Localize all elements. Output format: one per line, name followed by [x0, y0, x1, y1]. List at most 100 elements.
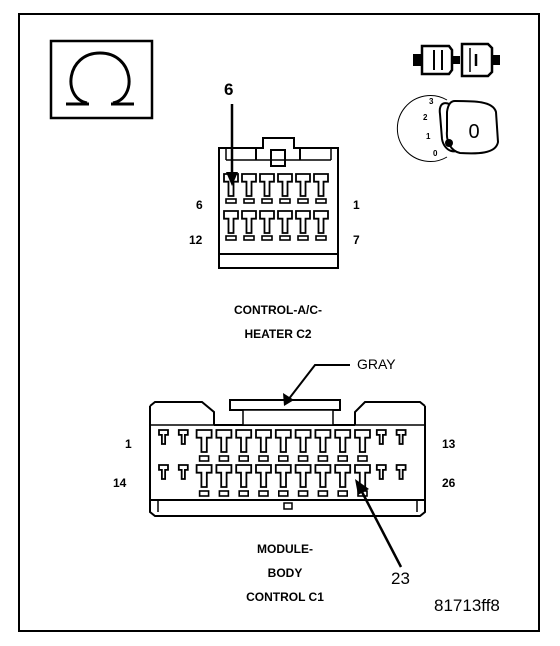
- c2-pin-slot: [261, 235, 273, 241]
- c2-pin-slot: [279, 235, 291, 241]
- c2-pin-cavity: [241, 173, 257, 197]
- c1-pin-slot: [258, 455, 269, 462]
- c2-pin-label-bottom-left: 12: [189, 233, 203, 247]
- c1-pin-slot: [238, 455, 249, 462]
- callout-arrowhead-c2: [226, 172, 238, 186]
- gray-leader-arrowhead: [283, 393, 294, 406]
- c1-pin-cavity: [375, 429, 387, 445]
- c1-pin-cavity: [294, 429, 312, 453]
- c1-pin-cavity: [158, 429, 169, 445]
- c1-pin-cavity: [395, 464, 407, 480]
- c2-pin-cavity: [295, 210, 311, 234]
- ignition-key-icon: [396, 95, 500, 162]
- callout-c1-pin-label: 23: [391, 569, 410, 588]
- c1-pin-cavity: [294, 464, 312, 488]
- c1-pin-slot: [238, 490, 249, 497]
- diagram-frame: [18, 13, 540, 632]
- c2-pin-label-bottom-right: 7: [353, 233, 360, 247]
- c1-pin-slot: [297, 490, 309, 497]
- connector-c2-cavities: [223, 173, 329, 241]
- gray-leader-line: [287, 364, 350, 401]
- c1-pin-cavity: [334, 464, 352, 488]
- c2-pin-slot: [279, 198, 291, 204]
- c2-pin-cavity: [223, 210, 239, 234]
- c1-pin-slot: [317, 490, 329, 497]
- c1-pin-cavity: [195, 464, 213, 488]
- c1-pin-label-top-left: 1: [125, 437, 132, 451]
- c1-pin-cavity: [215, 429, 233, 453]
- c2-pin-slot: [243, 235, 255, 241]
- connector-c1-title: MODULE- BODY CONTROL C1: [185, 537, 385, 609]
- c1-pin-cavity: [354, 429, 371, 453]
- c1-pin-cavity: [274, 429, 292, 453]
- connector-disconnect-icon: [413, 42, 500, 78]
- c1-pin-cavity: [255, 464, 272, 488]
- c2-pin-cavity: [313, 210, 329, 234]
- callout-arrowhead-c1: [355, 479, 369, 495]
- c2-pin-label-top-left: 6: [196, 198, 203, 212]
- c1-pin-cavity: [255, 429, 272, 453]
- c1-pin-cavity: [375, 464, 387, 480]
- c1-pin-cavity: [395, 429, 407, 445]
- c2-pin-slot: [315, 198, 327, 204]
- c2-pin-cavity: [277, 210, 293, 234]
- c2-pin-slot: [315, 235, 327, 241]
- c1-pin-label-bottom-left: 14: [113, 476, 127, 490]
- c2-pin-slot: [225, 235, 237, 241]
- c2-pin-slot: [261, 198, 273, 204]
- c2-pin-cavity: [313, 173, 329, 197]
- c1-pin-slot: [277, 490, 289, 497]
- c2-pin-slot: [297, 198, 309, 204]
- c2-pin-cavity: [259, 210, 275, 234]
- c1-pin-cavity: [314, 464, 332, 488]
- c1-pin-slot: [218, 455, 230, 462]
- c1-pin-slot: [357, 455, 368, 462]
- c2-pin-slot: [243, 198, 255, 204]
- figure-id: 81713ff8: [434, 596, 500, 615]
- callout-c2-pin-label: 6: [224, 80, 234, 99]
- c1-pin-label-bottom-right: 26: [442, 476, 456, 490]
- c1-pin-slot: [337, 455, 349, 462]
- c1-title-line-2: BODY: [267, 566, 303, 580]
- c1-title-line-3: CONTROL C1: [246, 590, 324, 604]
- c1-pin-cavity: [235, 464, 253, 488]
- c2-pin-label-top-right: 1: [353, 198, 360, 212]
- c2-pin-cavity: [277, 173, 293, 197]
- c1-pin-cavity: [334, 429, 352, 453]
- c1-pin-cavity: [177, 464, 189, 480]
- c1-pin-slot: [277, 455, 289, 462]
- c1-pin-slot: [297, 455, 309, 462]
- c1-pin-cavity: [215, 464, 233, 488]
- c1-pin-slot: [218, 490, 230, 497]
- connector-c2-title: CONTROL-A/C- HEATER C2: [178, 298, 378, 346]
- c2-pin-slot: [297, 235, 309, 241]
- c1-pin-slot: [317, 455, 329, 462]
- connector-c1-cavities: [158, 429, 407, 497]
- wire-color-label: GRAY: [357, 356, 396, 372]
- c2-pin-cavity: [295, 173, 311, 197]
- callout-arrow-c1: [359, 489, 403, 568]
- c1-pin-slot: [337, 490, 349, 497]
- c2-title-line-2: HEATER C2: [244, 327, 312, 341]
- ignition-position-0: 0: [433, 149, 438, 158]
- c1-pin-slot: [198, 490, 210, 497]
- c2-title-line-1: CONTROL-A/C-: [234, 303, 322, 317]
- c1-pin-cavity: [195, 429, 213, 453]
- c1-pin-cavity: [235, 429, 253, 453]
- ignition-position-3: 3: [429, 97, 434, 106]
- ignition-key-label: 0: [468, 121, 479, 143]
- c1-pin-slot: [258, 490, 269, 497]
- ignition-position-2: 2: [423, 113, 428, 122]
- connector-c2-housing: [218, 137, 339, 269]
- c1-pin-label-top-right: 13: [442, 437, 456, 451]
- c1-pin-cavity: [274, 464, 292, 488]
- c2-pin-cavity: [259, 173, 275, 197]
- omega-ohm-icon: [49, 39, 154, 120]
- c2-pin-cavity: [241, 210, 257, 234]
- c1-pin-cavity: [158, 464, 169, 480]
- c1-pin-slot: [198, 455, 210, 462]
- c1-title-line-1: MODULE-: [257, 542, 313, 556]
- c2-pin-slot: [225, 198, 237, 204]
- c1-pin-cavity: [177, 429, 189, 445]
